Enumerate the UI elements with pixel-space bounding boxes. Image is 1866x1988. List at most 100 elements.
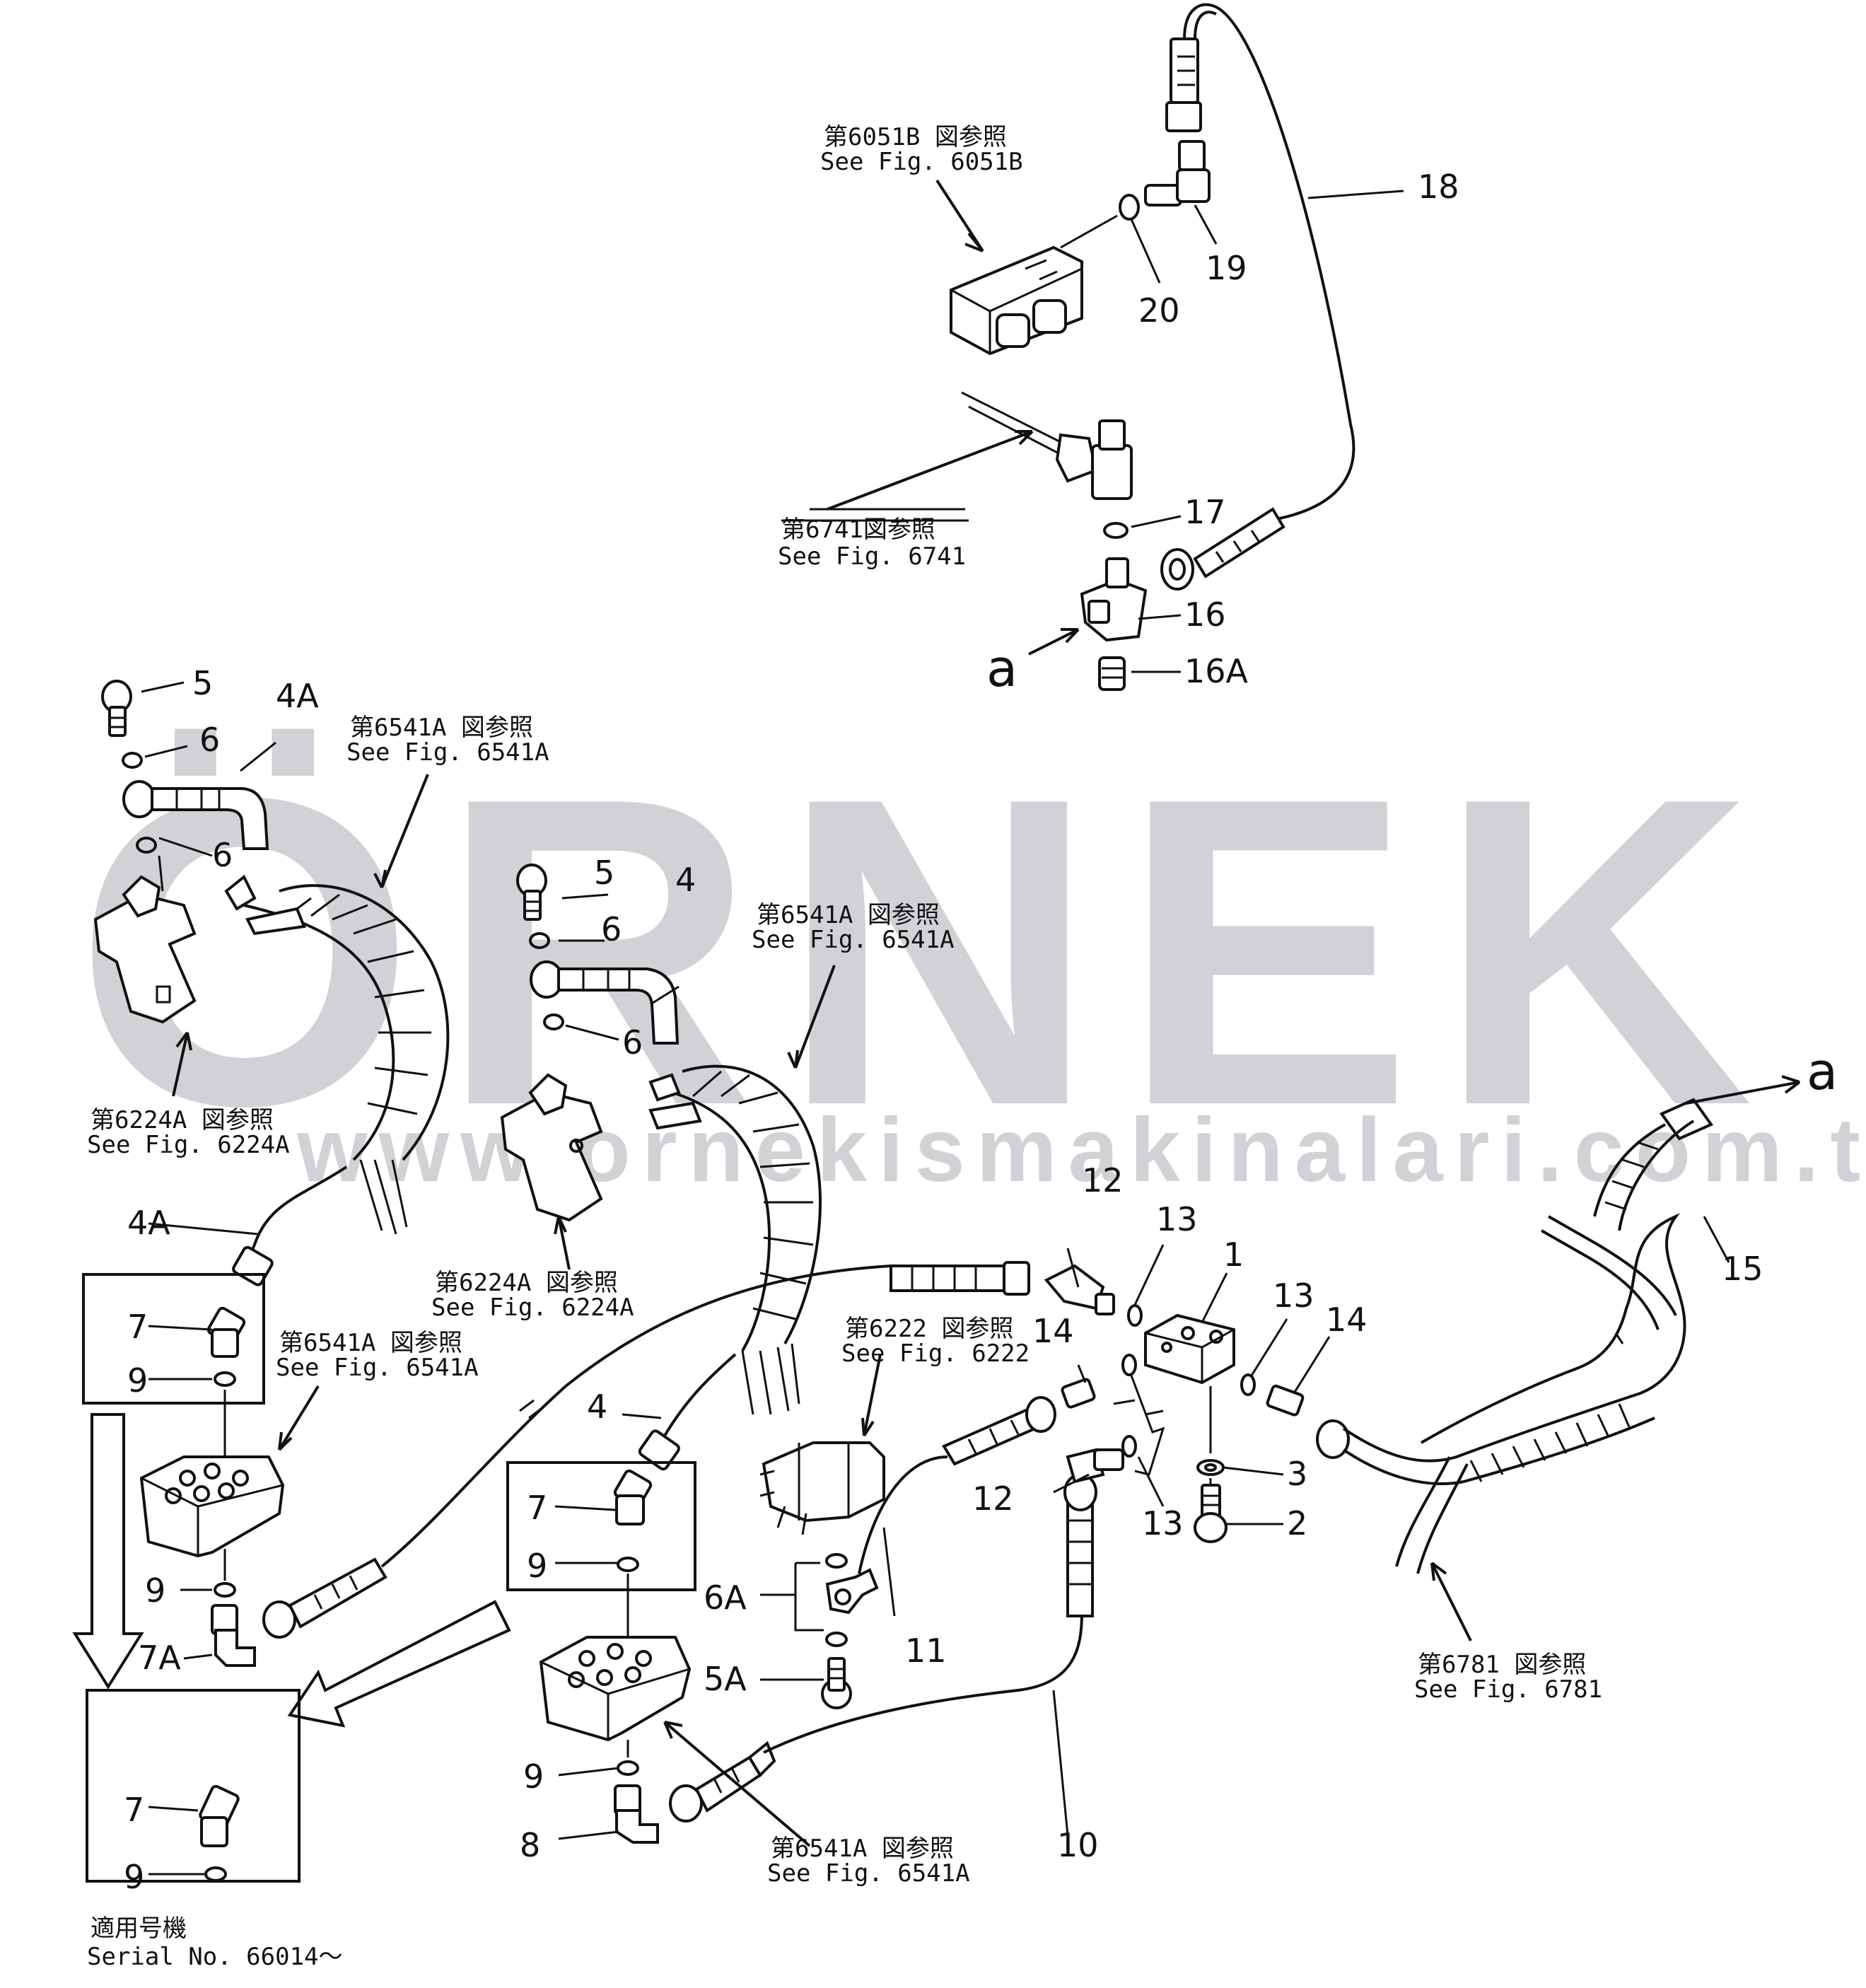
serial-en: Serial No. 66014～ — [87, 1943, 343, 1971]
elbow-12-lower — [1066, 1448, 1124, 1484]
ref-6541a-3-jp: 第6541A 図参照 — [279, 1329, 462, 1357]
tube-4-top — [530, 960, 680, 1045]
label-9-d: 9 — [527, 1547, 547, 1585]
tube-4a-top — [122, 780, 269, 850]
label-16: 16 — [1184, 595, 1226, 634]
o-ring-6a-bottom — [825, 1632, 848, 1647]
variant-box-3 — [506, 1461, 696, 1591]
o-ring-13-a — [1127, 1304, 1143, 1327]
hose-connector-left — [262, 1265, 892, 1639]
label-1: 1 — [1223, 1236, 1244, 1274]
hose-10 — [669, 1473, 1097, 1823]
harness-6541a-middle — [648, 1064, 822, 1437]
ref-6222-jp: 第6222 図参照 — [845, 1315, 1013, 1343]
label-7-a: 7 — [127, 1308, 148, 1346]
o-ring-13-d — [1121, 1435, 1137, 1458]
label-18: 18 — [1418, 168, 1459, 206]
fitting-6a — [825, 1568, 879, 1615]
manifold-block-middle — [539, 1636, 692, 1742]
elbow-7-box3 — [613, 1469, 653, 1525]
fitting-14-right — [1266, 1384, 1305, 1417]
hose-12-upper — [890, 1261, 1115, 1315]
variant-arrow-diagonal — [287, 1600, 511, 1728]
connector-6222 — [759, 1441, 885, 1535]
elbow-7-box2 — [199, 1784, 240, 1847]
ref-6224a-1-jp: 第6224A 図参照 — [91, 1106, 274, 1134]
label-15: 15 — [1722, 1250, 1763, 1288]
label-a-in: a — [986, 639, 1017, 698]
label-6-a: 6 — [199, 721, 220, 759]
o-ring-13-b — [1240, 1373, 1256, 1396]
hose-18 — [1183, 3, 1355, 521]
ref-6541a-2-en: See Fig. 6541A — [752, 926, 955, 954]
o-ring-9-middle — [617, 1760, 639, 1776]
label-6-c: 6 — [601, 910, 622, 948]
ref-6224a-2-jp: 第6224A 図参照 — [435, 1269, 618, 1297]
leader-lines — [141, 179, 1801, 1876]
ref-6541a-1-en: See Fig. 6541A — [346, 738, 549, 767]
label-9-a: 9 — [127, 1361, 148, 1400]
o-ring-6d — [543, 1013, 564, 1030]
label-9-c: 9 — [124, 1858, 144, 1896]
label-4-a: 4 — [675, 861, 696, 899]
label-11: 11 — [905, 1632, 947, 1670]
variant-arrow-down — [72, 1413, 144, 1690]
label-5-a: 5 — [192, 664, 213, 702]
label-4-b: 4 — [587, 1388, 607, 1426]
label-a-out: a — [1807, 1042, 1838, 1101]
o-ring-9-box3 — [617, 1557, 639, 1572]
label-16a: 16A — [1184, 652, 1249, 690]
label-6-d: 6 — [622, 1023, 643, 1062]
harness-6541a-left — [224, 874, 450, 1245]
ref-6541a-3-en: See Fig. 6541A — [276, 1354, 479, 1382]
label-13-c: 13 — [1142, 1504, 1184, 1542]
label-2: 2 — [1287, 1504, 1307, 1542]
ref-6541a-4-jp: 第6541A 図参照 — [771, 1835, 954, 1863]
ref-6541a-1-jp: 第6541A 図参照 — [350, 714, 533, 742]
part-labels: 18 19 20 17 16 16A a 5 6 4A 6 4A 7 9 9 7… — [124, 168, 1838, 1896]
valve-6224a-left — [93, 875, 197, 1024]
label-12-a: 12 — [1082, 1161, 1124, 1199]
label-20: 20 — [1138, 291, 1180, 330]
o-ring-6a — [122, 752, 143, 769]
label-13-a: 13 — [1156, 1200, 1198, 1238]
ref-6222-en: See Fig. 6222 — [841, 1339, 1030, 1368]
right-assembly — [1113, 1098, 1714, 1574]
label-7-c: 7 — [527, 1489, 547, 1527]
bolt-5b — [516, 864, 547, 921]
valve-block-6051b — [950, 245, 1083, 356]
label-14-a: 14 — [1032, 1312, 1074, 1350]
ref-6224a-2-en: See Fig. 6224A — [431, 1294, 634, 1322]
label-5a: 5A — [704, 1660, 747, 1698]
ref-6051b-jp: 第6051B 図参照 — [824, 123, 1007, 151]
label-8: 8 — [520, 1826, 540, 1864]
o-ring-13-c — [1121, 1354, 1137, 1376]
label-13-b: 13 — [1273, 1277, 1314, 1315]
hose-11 — [858, 1396, 1056, 1574]
variant-box-2 — [86, 1689, 301, 1883]
leader-13-bracket — [1130, 1375, 1165, 1476]
elbow-19 — [1144, 140, 1211, 207]
elbow-7-box1 — [206, 1306, 246, 1358]
label-10: 10 — [1057, 1826, 1099, 1864]
o-ring-6b — [136, 837, 157, 854]
ref-6741-en: See Fig. 6741 — [778, 542, 966, 571]
label-7-b: 7 — [124, 1791, 144, 1829]
o-ring-17 — [1103, 522, 1129, 539]
label-7a: 7A — [138, 1639, 181, 1677]
bolt-2 — [1194, 1484, 1228, 1543]
label-6a: 6A — [704, 1579, 747, 1617]
watermark-logo: ÖRNEK — [74, 707, 1778, 1197]
ref-6781-en: See Fig. 6781 — [1414, 1675, 1602, 1704]
label-4a-b: 4A — [127, 1204, 170, 1242]
elbow-8 — [614, 1784, 659, 1844]
o-ring-9-box1 — [214, 1371, 236, 1387]
hose-15 — [1316, 1098, 1714, 1485]
block-1 — [1144, 1313, 1235, 1385]
label-4a-a: 4A — [276, 677, 319, 715]
label-3: 3 — [1287, 1455, 1307, 1493]
upper-assembly — [950, 3, 1355, 691]
o-ring-6c — [529, 932, 550, 949]
tube-4a-lower — [232, 1244, 274, 1286]
label-17: 17 — [1184, 493, 1226, 531]
